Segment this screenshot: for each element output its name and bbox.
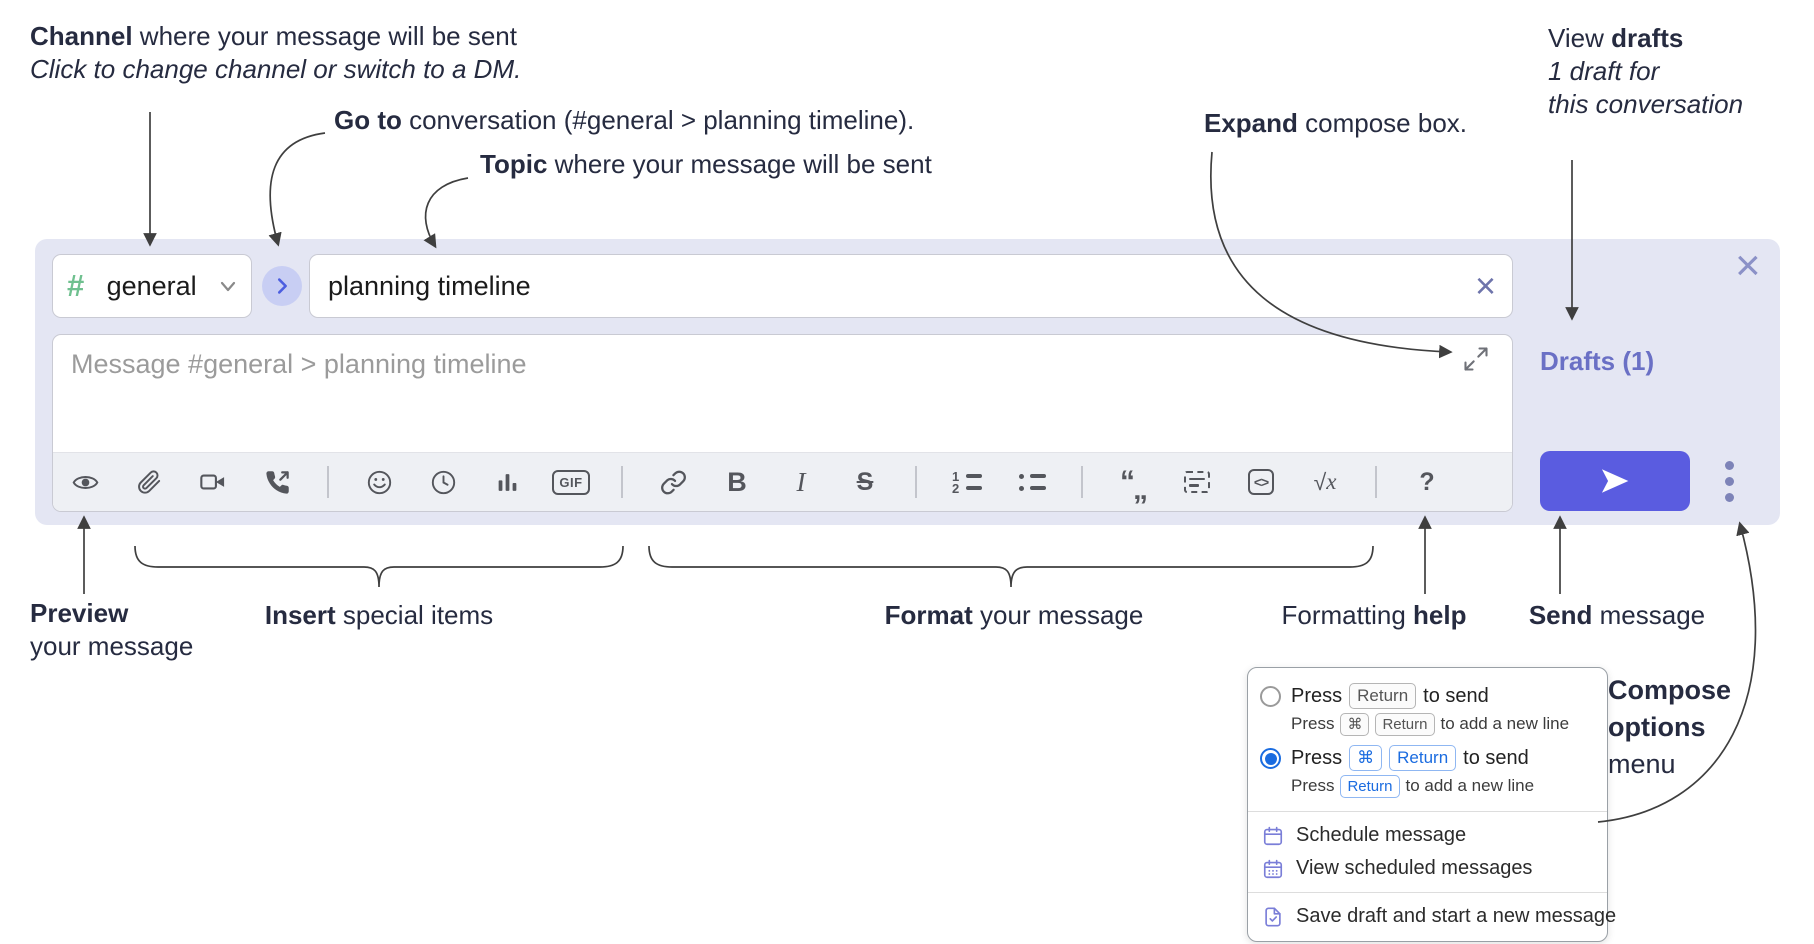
voice-call-icon[interactable]	[263, 464, 291, 500]
toolbar-divider	[621, 466, 623, 498]
toolbar-divider	[1081, 466, 1083, 498]
insert-annotation: Insert special items	[264, 600, 494, 630]
spoiler-button[interactable]	[1183, 464, 1211, 500]
code-button[interactable]: <>	[1247, 464, 1275, 500]
message-compose-area: GIF B I S 12 “„ <> √x ?	[52, 334, 1513, 512]
close-compose-icon[interactable]: ×	[1735, 241, 1761, 290]
send-annotation: Send message	[1528, 600, 1706, 630]
topic-arrow	[423, 177, 469, 249]
send-button[interactable]	[1540, 451, 1690, 511]
expand-annotation: Expand compose box.	[1204, 108, 1468, 138]
draft-check-icon	[1262, 906, 1284, 928]
bold-button[interactable]: B	[727, 466, 747, 497]
quote-button[interactable]: “„	[1120, 465, 1148, 506]
radio-unselected-icon[interactable]	[1260, 686, 1281, 707]
return-key: Return	[1375, 712, 1435, 736]
compose-options-button[interactable]	[1712, 452, 1746, 510]
option-return-to-send[interactable]: Press Return to send Press ⌘ Return to a…	[1248, 680, 1607, 742]
compose-options-menu: Press Return to send Press ⌘ Return to a…	[1247, 667, 1616, 942]
attach-file-button[interactable]	[135, 464, 163, 500]
cmd-key: ⌘	[1349, 745, 1383, 771]
topic-input-container: ×	[309, 254, 1513, 318]
goto-annotation: Go to conversation (#general > planning …	[334, 105, 915, 135]
expand-compose-icon[interactable]	[1462, 345, 1490, 373]
option-cmd-return-to-send[interactable]: Press ⌘ Return to send Press Return to a…	[1248, 742, 1607, 804]
save-draft-item[interactable]: Save draft and start a new message	[1248, 900, 1616, 933]
format-brace	[648, 545, 1374, 588]
channel-annotation: Channel where your message will be sent …	[30, 20, 521, 86]
calendar-list-icon	[1262, 858, 1284, 880]
channel-annotation-line2: Click to change channel or switch to a D…	[30, 54, 522, 84]
preview-message-button[interactable]	[71, 464, 99, 500]
view-scheduled-messages-item[interactable]: View scheduled messages	[1248, 852, 1607, 885]
channel-hash-icon: #	[67, 268, 85, 303]
view-drafts-annotation: View drafts 1 draft for this conversatio…	[1548, 23, 1744, 119]
return-key: Return	[1349, 683, 1417, 709]
preview-annotation: Preview your message	[30, 598, 194, 661]
return-key: Return	[1340, 774, 1400, 798]
calendar-icon	[1262, 825, 1284, 847]
topic-input[interactable]	[310, 270, 1459, 302]
schedule-message-item[interactable]: Schedule message	[1248, 819, 1607, 852]
add-global-time-button[interactable]	[429, 464, 457, 500]
add-gif-button[interactable]: GIF	[552, 464, 590, 500]
toolbar-divider	[915, 466, 917, 498]
video-call-icon[interactable]	[199, 464, 227, 500]
radio-selected-icon[interactable]	[1260, 748, 1281, 769]
formatting-help-annotation: Formatting help	[1281, 600, 1467, 630]
cmd-key: ⌘	[1340, 712, 1370, 736]
channel-selector-label: general	[106, 270, 197, 301]
math-button[interactable]: √x	[1313, 468, 1337, 495]
drafts-link[interactable]: Drafts (1)	[1540, 346, 1655, 376]
clear-topic-icon[interactable]: ×	[1474, 265, 1496, 306]
strikethrough-button[interactable]: S	[856, 467, 874, 496]
chevron-right-icon	[271, 275, 293, 297]
toolbar-divider	[327, 466, 329, 498]
channel-annotation-bold: Channel	[30, 21, 133, 51]
channel-selector[interactable]: # general	[52, 254, 252, 318]
chevron-down-icon	[219, 279, 237, 293]
format-annotation: Format your message	[884, 600, 1144, 630]
link-button[interactable]	[659, 464, 687, 500]
toolbar-divider	[1375, 466, 1377, 498]
add-poll-button[interactable]	[493, 464, 521, 500]
return-key: Return	[1389, 745, 1457, 771]
add-emoji-button[interactable]	[365, 464, 393, 500]
go-to-conversation-button[interactable]	[262, 266, 302, 306]
message-formatting-help-button[interactable]: ?	[1419, 467, 1435, 496]
italic-button[interactable]: I	[796, 466, 806, 497]
dot	[1724, 476, 1734, 486]
compose-options-annotation: Compose options menu	[1608, 675, 1732, 779]
channel-annotation-rest: where your message will be sent	[132, 21, 517, 51]
message-input[interactable]	[53, 335, 1512, 453]
menu-divider	[1248, 811, 1607, 812]
dot	[1724, 460, 1734, 470]
insert-brace	[134, 545, 624, 588]
bulleted-list-button[interactable]	[1017, 464, 1046, 500]
topic-annotation: Topic where your message will be sent	[480, 149, 932, 179]
goto-arrow	[268, 132, 326, 247]
dot	[1724, 492, 1734, 502]
menu-divider	[1248, 892, 1607, 893]
send-plane-icon	[1599, 465, 1631, 497]
